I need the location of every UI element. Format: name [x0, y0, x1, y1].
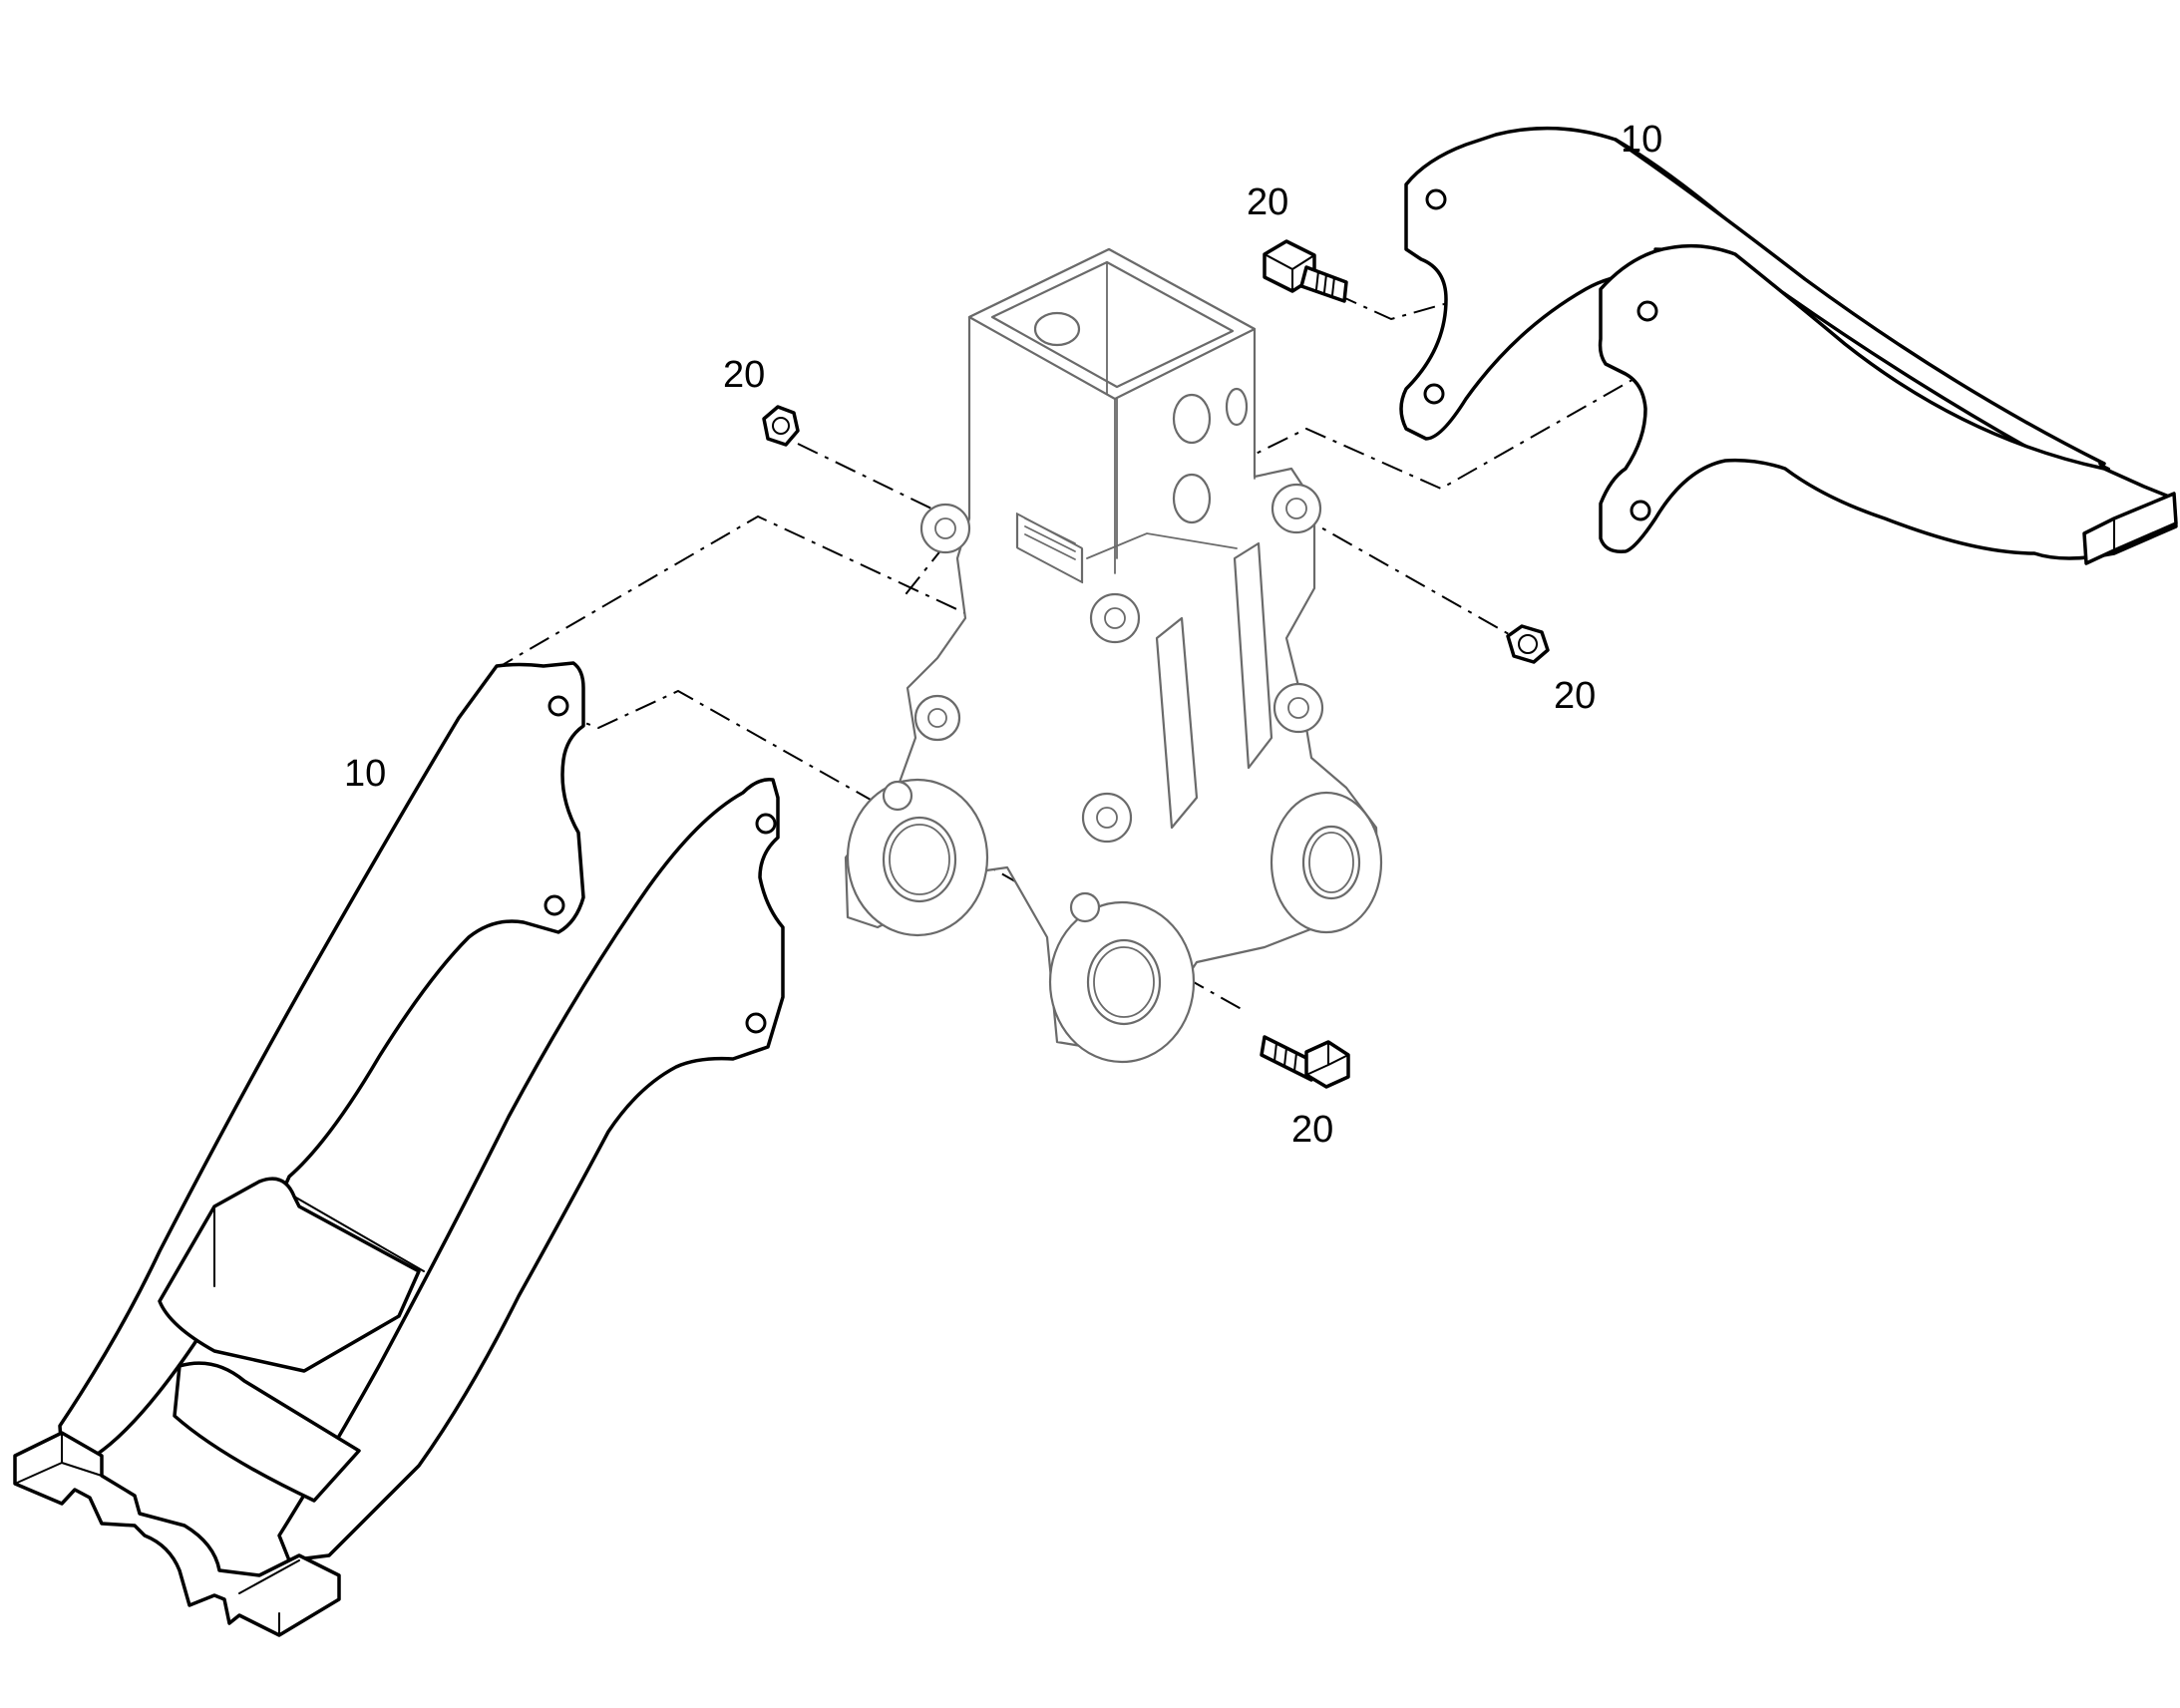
lug-center-top	[1089, 592, 1141, 644]
callout-bolt-upper: 20	[1247, 181, 1288, 223]
upper-front-hole-2	[1630, 500, 1651, 521]
line-right-nut	[1295, 512, 1517, 639]
arm-lower-front-plate	[277, 778, 785, 1562]
tube-hole-1	[1172, 393, 1212, 445]
nut-right-body	[1506, 624, 1550, 664]
callout-bolt-lower: 20	[1291, 1109, 1333, 1151]
lug-right-top	[1271, 483, 1322, 534]
lower-front-hole-1	[755, 813, 777, 835]
grease-nipple-left	[882, 780, 913, 812]
nut-right	[1506, 624, 1550, 664]
upper-front-hole-1	[1636, 300, 1658, 322]
tube-hole-2	[1172, 473, 1212, 524]
tube-hole-3	[1225, 387, 1249, 427]
arm-upper-right	[1399, 126, 2178, 565]
callouts: 10 20 20 20 10 20	[344, 119, 1662, 1151]
lug-right-mid	[1272, 682, 1324, 734]
arm-upper-front-plate	[1598, 243, 2178, 560]
upper-back-hole-1	[1425, 188, 1447, 210]
center-bracket	[844, 247, 1383, 1064]
tube-inner-hole	[1033, 311, 1081, 347]
lower-back-hole-1	[547, 695, 569, 717]
lug-center-low	[1081, 792, 1133, 844]
bolt-upper	[1263, 239, 1348, 303]
lug-left-top	[919, 503, 971, 554]
arm-lower-left	[13, 661, 785, 1637]
callout-arm-upper: 10	[1621, 119, 1662, 161]
callout-arm-lower: 10	[344, 753, 386, 795]
rib-slot-2	[1233, 541, 1273, 770]
upper-back-hole-2	[1423, 383, 1445, 405]
bolt-upper-shank	[1299, 265, 1348, 303]
nut-left	[762, 405, 800, 447]
nut-left-body	[762, 405, 800, 447]
arm-lower-crossbeam-bottom	[173, 1361, 361, 1503]
bolt-lower	[1260, 1035, 1350, 1089]
lug-left-mid	[913, 694, 961, 742]
arm-lower-foot	[13, 1431, 341, 1637]
lower-front-hole-2	[745, 1012, 767, 1034]
callout-nut-right: 20	[1554, 675, 1596, 717]
arm-lower-crossbeam	[158, 1177, 421, 1373]
lower-back-hole-2	[544, 894, 565, 916]
rib-slot-1	[1155, 616, 1199, 830]
bracket-tube-opening	[990, 260, 1235, 389]
grease-nipple-center	[1069, 891, 1101, 923]
line-upper-arm-to-bracket	[1241, 343, 1696, 491]
callout-nut-left: 20	[723, 354, 765, 396]
